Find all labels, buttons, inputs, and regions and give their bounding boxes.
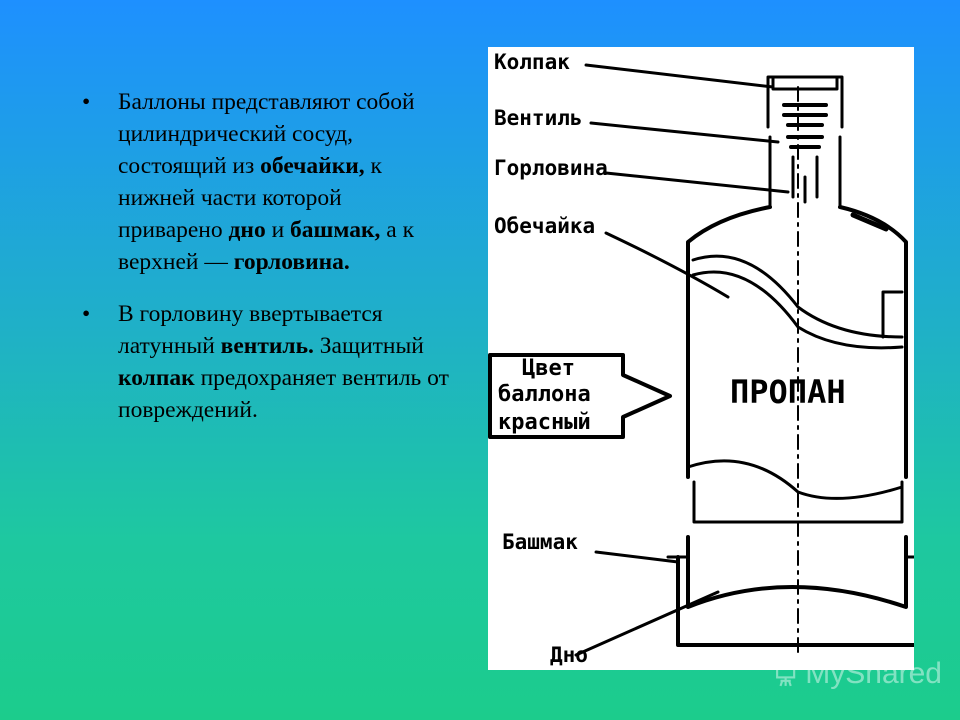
text-run: предохраняет вентиль от повреждений. (118, 365, 449, 423)
presentation-board-icon (775, 662, 796, 687)
text-run: В горловину ввертывается латунный (118, 301, 383, 359)
seam-upper (691, 254, 904, 339)
label-kolpak: Колпак (494, 50, 570, 74)
leader-obechaika (604, 231, 730, 299)
labels: Колпак Вентиль Горловина Обечайка Цвет б… (494, 50, 846, 667)
leader-gorlovina (604, 171, 790, 194)
seam-detail (881, 290, 904, 339)
shoulder-left (686, 205, 772, 299)
handle (850, 212, 889, 232)
bold-term-bashmak: башмак, (290, 217, 381, 243)
bold-term-dno: дно (228, 217, 266, 243)
bullet-item-1: • Баллоны представляют собой цилиндричес… (82, 86, 452, 278)
text-run: и (265, 217, 291, 243)
text-run: Баллоны представляют собой цилиндрически… (118, 89, 415, 179)
bold-term-gorlovina: горловина. (233, 249, 350, 275)
label-gorlovina: Горловина (494, 156, 608, 180)
shoe (676, 555, 914, 647)
text-area: • Баллоны представляют собой цилиндричес… (82, 86, 452, 446)
bold-term-kolpak: колпак (118, 365, 195, 391)
shoulder-right (838, 205, 908, 299)
text-run: Защитный (313, 333, 424, 359)
label-ventil: Вентиль (494, 106, 583, 130)
bottom-dome (686, 535, 908, 609)
bold-term-obechaika: обечайки, (260, 153, 365, 179)
bold-term-ventil: вентиль. (220, 333, 314, 359)
label-color-1: Цвет (522, 356, 575, 381)
label-color-3: красный (498, 410, 591, 435)
cylinder-diagram-svg: Колпак Вентиль Горловина Обечайка Цвет б… (488, 50, 914, 667)
text-run: к нижней части которой приварено (118, 153, 382, 243)
seam-lower (686, 459, 904, 500)
watermark: MyShared (772, 652, 942, 696)
label-color-2: баллона (498, 382, 591, 407)
arrow-outline (488, 353, 672, 439)
watermark-text: MyShared (805, 657, 942, 690)
valve-ribs (782, 103, 828, 149)
leader-ventil (589, 121, 780, 144)
label-bashmak: Башмак (502, 530, 578, 554)
cylinder-diagram: Колпак Вентиль Горловина Обечайка Цвет б… (488, 47, 914, 670)
cap-top (771, 75, 839, 91)
bullet-item-2: • В горловину ввертывается латунный вент… (82, 298, 452, 426)
bullet-marker: • (82, 89, 91, 115)
text-run: а к верхней — (118, 217, 414, 275)
leader-bashmak (594, 550, 680, 564)
neck-walls (768, 135, 842, 209)
bullet-text-1: Баллоны представляют собой цилиндрически… (118, 89, 415, 275)
label-dno: Дно (550, 643, 588, 667)
leader-dno (574, 590, 720, 657)
label-obechaika: Обечайка (494, 214, 595, 238)
bullet-text-2: В горловину ввертывается латунный вентил… (118, 301, 449, 423)
cap-outline (766, 75, 844, 129)
valve-stem (791, 155, 819, 204)
label-gas-name: ПРОПАН (730, 373, 846, 411)
bullet-marker: • (82, 301, 91, 327)
leader-kolpak (584, 63, 775, 89)
